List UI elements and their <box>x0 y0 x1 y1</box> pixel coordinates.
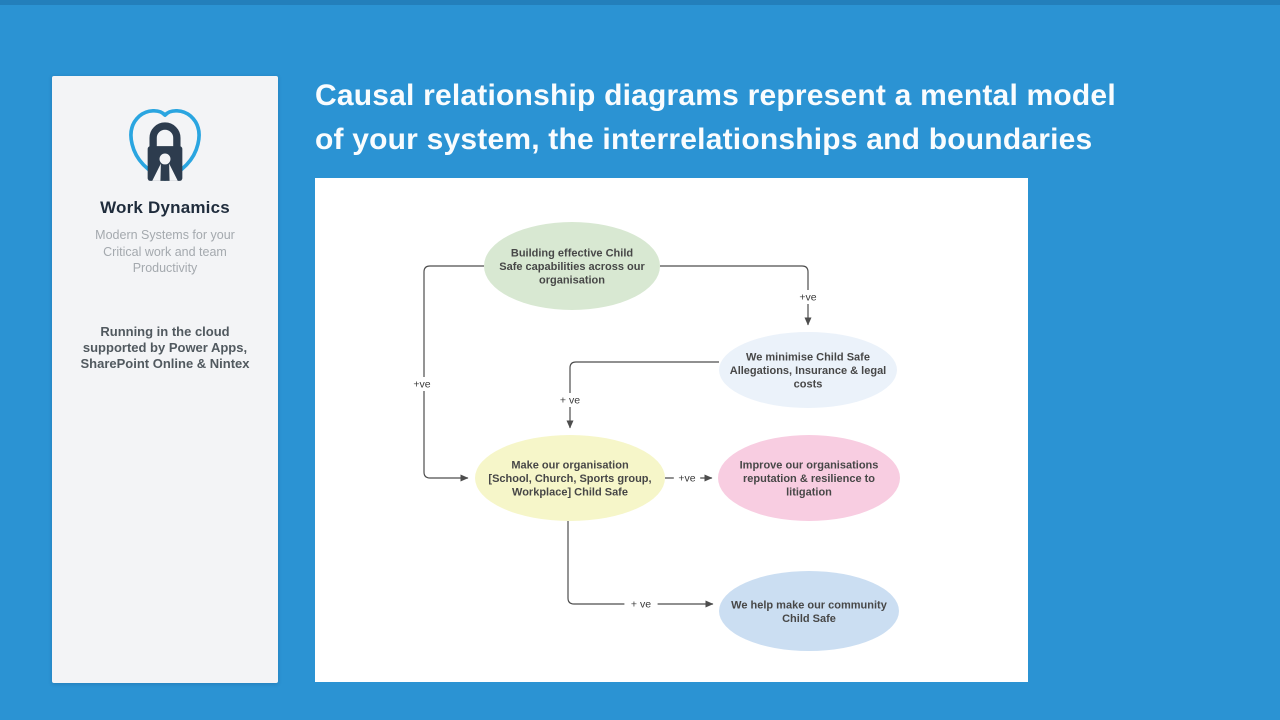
edge-label-bg-organisation-to-community <box>624 597 658 611</box>
edge-label-minimise-to-organisation: + ve <box>560 395 580 407</box>
shield-lock-icon <box>119 106 211 190</box>
node-label-organisation: Make our organisation[School, Church, Sp… <box>488 460 651 499</box>
node-minimise <box>719 332 897 408</box>
node-reputation <box>718 435 900 521</box>
edge-label-bg-minimise-to-organisation <box>553 393 587 407</box>
edge-minimise-to-organisation <box>566 361 719 429</box>
node-organisation <box>475 435 665 521</box>
edge-organisation-to-community <box>567 521 714 608</box>
edge-label-bg-capabilities-to-organisation <box>408 377 436 391</box>
brand-tagline: Modern Systems for your Critical work an… <box>95 228 235 275</box>
node-capabilities <box>484 222 660 310</box>
edge-label-bg-capabilities-to-minimise <box>794 290 822 304</box>
brand-sidebar: Work Dynamics Modern Systems for your Cr… <box>52 76 278 683</box>
edge-capabilities-to-organisation <box>423 265 484 482</box>
edge-label-organisation-to-reputation: +ve <box>678 473 695 485</box>
slide-top-edge <box>0 0 1280 5</box>
edge-label-bg-organisation-to-reputation <box>673 471 701 485</box>
edge-label-capabilities-to-organisation: +ve <box>413 379 430 391</box>
node-community <box>719 571 899 651</box>
edge-label-capabilities-to-minimise: +ve <box>799 292 816 304</box>
cloud-statement: Running in the cloud supported by Power … <box>80 323 250 371</box>
edge-capabilities-to-minimise <box>660 265 812 326</box>
edge-label-organisation-to-community: + ve <box>631 599 651 611</box>
slide-title: Causal relationship diagrams represent a… <box>315 79 1116 156</box>
lock-shackle <box>149 122 181 150</box>
brand-name: Work Dynamics <box>100 198 230 217</box>
lock-keyhole <box>159 153 171 165</box>
